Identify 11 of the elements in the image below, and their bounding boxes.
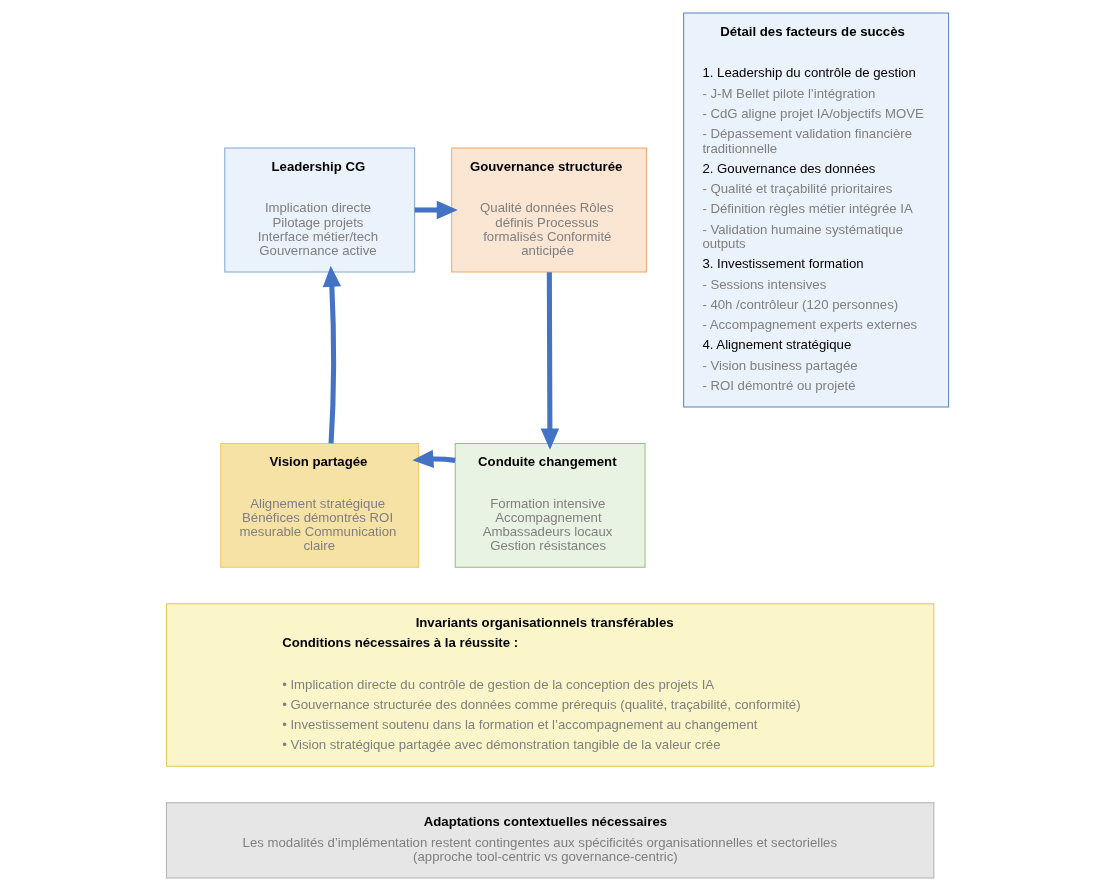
arrow — [322, 265, 341, 443]
arrow — [414, 200, 458, 219]
node-box: Invariants organisationnels transférables Conditions nécessaires à la réussite : • Implication directe du contrôle de gestion de la conception des projets IA • Gouvernance structurée des données comme prérequis (qualité, traçabilité, conformité) • Investissement soutenu dans la formation et l’accompagnement au changement • Vision stratégique partagée avec démonstration tangible de la valeur crée — [165, 602, 934, 767]
node-box: Adaptations contextuelles nécessaires Les modalités d’implémentation restent contingentes aux spécificités organisationnelles et sectorielles (approche tool-centric vs governance-centric) — [165, 801, 934, 878]
arrow — [540, 271, 559, 450]
node-box: Conduite changement Formation intensive Accompagnement Ambassadeurs locaux Gestion résistances — [454, 442, 646, 568]
node-box: Leadership CG Implication directe Pilotage projets Interface métier/tech Gouvernance active — [223, 147, 415, 272]
arrow — [411, 449, 455, 468]
node-box: Détail des facteurs de succès 1. Leadership du contrôle de gestion - J-M Bellet pilote l’intégration - CdG aligne projet IA/objectifs MOVE - Dépassement validation financière traditionnelle 2. Gouvernance des données - Qualité et traçabilité prioritaires - Définition règles métier intégrée IA - Validation humaine systématique outputs 3. Investissement formation - Sessions intensives - 40h /contrôleur (120 personnes) - Accompagnement experts externes 4. Alignement stratégique - Vision business partagée - ROI démontré ou projeté — [682, 12, 949, 407]
node-box: Vision partagée Alignement stratégique Bénéfices démontrés ROI mesurable Communication claire — [219, 442, 419, 568]
node-box: Gouvernance structurée Qualité données Rôles définis Processus formalisés Conformité anticipée — [450, 147, 647, 272]
